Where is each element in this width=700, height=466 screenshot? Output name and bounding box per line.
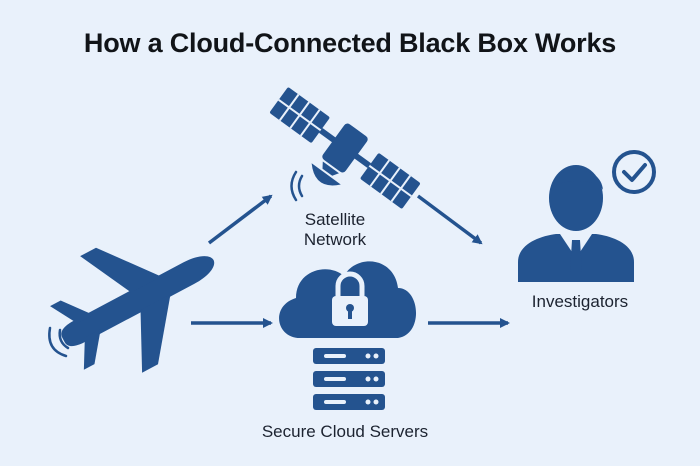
satellite-network-label: Satellite Network <box>275 210 395 250</box>
investigators-label: Investigators <box>531 292 629 311</box>
cloud-lock-icon <box>279 261 417 338</box>
satellite-label-line2: Network <box>303 230 367 249</box>
solar-panel-left <box>270 87 330 143</box>
investigator-icon <box>518 165 634 282</box>
airplane-signal-icon <box>48 326 70 358</box>
satellite-label-line1: Satellite <box>304 210 366 229</box>
airplane-icon <box>50 247 215 373</box>
checkmark-badge-icon <box>612 150 656 194</box>
cloud-servers-label: Secure Cloud Servers <box>261 422 429 441</box>
lock-icon <box>332 271 368 326</box>
arrow-satellite-to-investigators <box>416 194 483 245</box>
diagram-title: How a Cloud-Connected Black Box Works <box>83 28 617 58</box>
satellite-icon <box>270 87 420 209</box>
satellite-signal-icon <box>290 170 304 202</box>
server-rack-icon <box>313 348 385 410</box>
solar-panel-right <box>360 153 420 209</box>
arrow-aircraft-to-satellite <box>207 194 273 245</box>
